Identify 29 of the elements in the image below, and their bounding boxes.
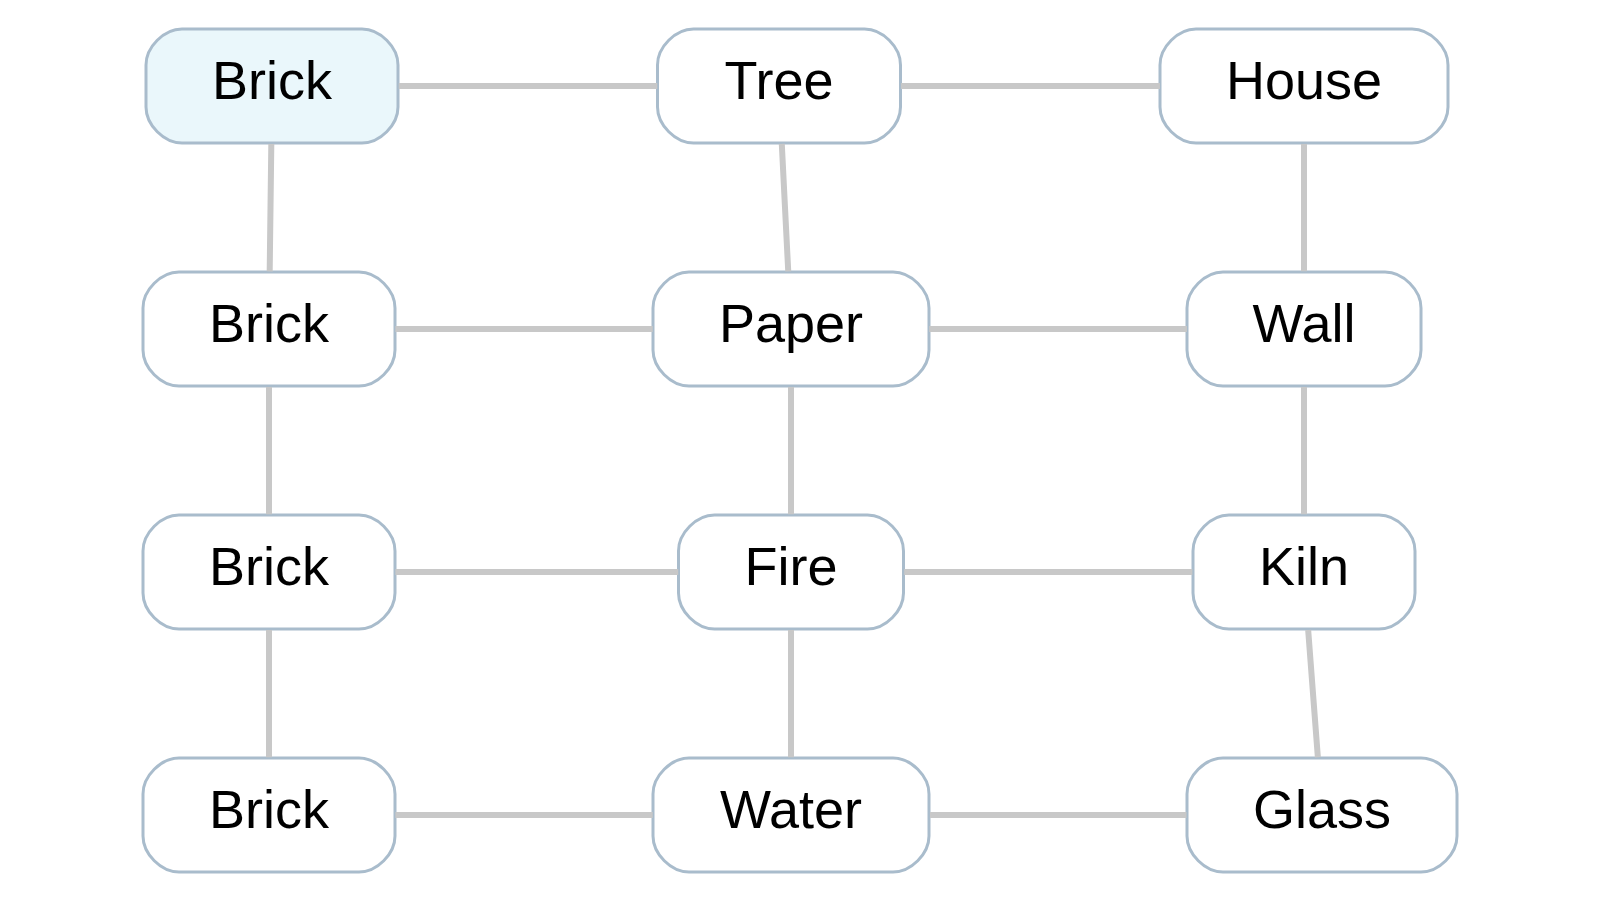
- connector: [398, 82, 658, 89]
- connector: [929, 811, 1187, 818]
- node-box: Wall: [1185, 270, 1423, 387]
- connector: [901, 82, 1160, 89]
- node-box: House: [1158, 27, 1450, 144]
- node-box: Glass: [1185, 756, 1459, 873]
- node-box: Paper: [651, 270, 931, 387]
- connector: [395, 568, 679, 575]
- node-box: Brick: [141, 513, 397, 630]
- connector: [266, 143, 275, 271]
- connector: [1301, 143, 1307, 271]
- node-box: Tree: [656, 27, 902, 144]
- connector: [929, 325, 1187, 332]
- connector: [1301, 386, 1307, 514]
- connector: [395, 811, 653, 818]
- connector: [788, 386, 794, 514]
- node-box: Brick: [144, 27, 400, 144]
- node-box: Brick: [141, 756, 397, 873]
- node-box: Fire: [677, 513, 905, 630]
- connector: [788, 629, 794, 757]
- connector: [904, 568, 1193, 575]
- connector: [266, 629, 272, 757]
- node-box: Kiln: [1191, 513, 1417, 630]
- connector: [395, 325, 653, 332]
- connector: [266, 386, 272, 514]
- node-box: Brick: [141, 270, 397, 387]
- node-box: Water: [651, 756, 931, 873]
- connector: [778, 143, 792, 271]
- connector: [1305, 629, 1321, 758]
